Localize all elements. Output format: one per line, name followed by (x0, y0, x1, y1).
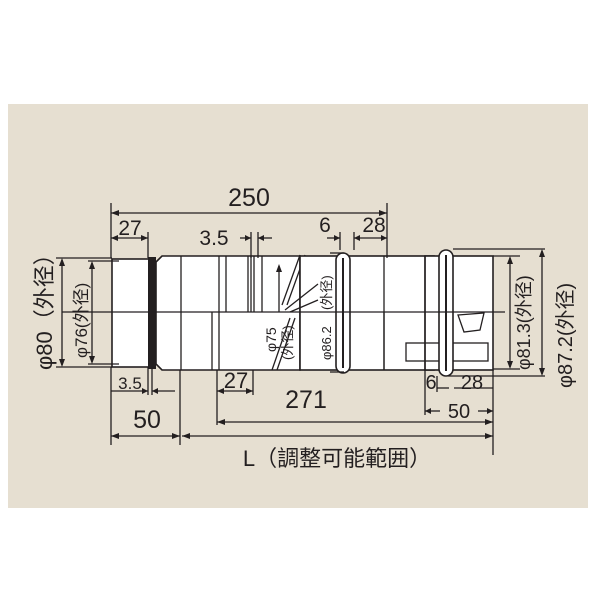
dim-27-top: 27 (118, 217, 141, 240)
dim-phi81: φ81.3(外径) (514, 275, 534, 370)
dim-6-top: 6 (319, 214, 331, 237)
dimension-labels: 250 27 3.5 6 28 φ80（外径） φ76(外径) φ75 (外径)… (32, 184, 577, 471)
dim-271: 271 (285, 386, 327, 414)
dim-6-bottom: 6 (425, 372, 436, 394)
dim-27-bottom: 27 (224, 368, 248, 393)
dim-phi80: φ80（外径） (32, 243, 57, 370)
dim-3-5-bottom: 3.5 (118, 374, 142, 393)
dim-3-5-top: 3.5 (199, 227, 228, 250)
dim-phi76: φ76(外径) (72, 283, 91, 358)
dim-50-left: 50 (133, 406, 161, 434)
break-line (281, 254, 301, 306)
dim-28-top: 28 (362, 214, 385, 237)
dim-28-bottom: 28 (461, 372, 483, 394)
latch (457, 312, 485, 333)
dim-250: 250 (228, 184, 270, 212)
dim-phi75: φ75 (263, 327, 279, 352)
left-socket (111, 258, 151, 368)
main-tube-right (299, 255, 435, 371)
dim-phi75-note: (外径) (280, 325, 295, 360)
pipe-body (62, 249, 505, 377)
adjustable-range-label: L（調整可能範囲） (243, 446, 431, 471)
dim-50-right: 50 (448, 401, 470, 423)
dim-phi87: φ87.2(外径) (554, 283, 577, 388)
dimension-lines (56, 203, 545, 455)
dim-phi86-note: (外径) (319, 275, 334, 310)
dim-phi86: φ86.2 (319, 326, 334, 360)
groove-band (148, 257, 156, 369)
